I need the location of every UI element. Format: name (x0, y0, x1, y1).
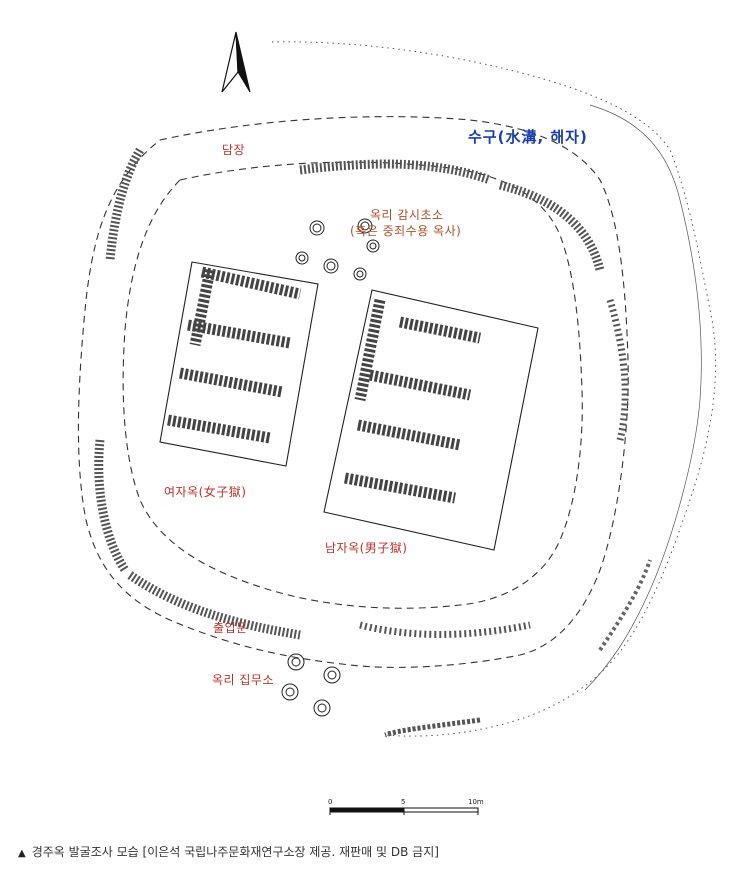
caption-triangle-icon: ▲ (18, 848, 26, 859)
caption-text: 경주옥 발굴조사 모습 [이은석 국립나주문화재연구소장 제공. 재판매 및 D… (31, 845, 439, 859)
ditch-label: 수구(水溝, 해자) (468, 128, 588, 146)
wall-label: 담장 (222, 143, 246, 157)
women-prison-building (159, 261, 319, 467)
scale-bar (329, 807, 479, 815)
entrance-label: 출입문 (213, 621, 248, 635)
watch-post-label-line1: 옥리 감시초소 (370, 208, 444, 222)
outer-dashed-line (77, 116, 629, 668)
scale-label-mid: 5 (401, 798, 406, 806)
stone-wall (94, 147, 652, 738)
north-arrow-icon (221, 31, 251, 93)
office-wells (281, 653, 341, 717)
inner-dashed-line (122, 161, 583, 609)
men-prison-building (323, 289, 539, 551)
men-prison-label: 남자옥(男子獄) (325, 541, 408, 555)
scale-label-zero: 0 (328, 798, 333, 806)
women-prison-label: 여자옥(女子獄) (164, 485, 247, 499)
watch-post-label-line2: (혹은 중죄수용 옥사) (350, 224, 462, 238)
scale-label-end: 10m (468, 798, 484, 806)
photo-caption: ▲ 경주옥 발굴조사 모습 [이은석 국립나주문화재연구소장 제공. 재판매 및 … (18, 843, 439, 860)
office-label: 옥리 집무소 (212, 673, 275, 687)
watch-post-wells (295, 218, 380, 281)
